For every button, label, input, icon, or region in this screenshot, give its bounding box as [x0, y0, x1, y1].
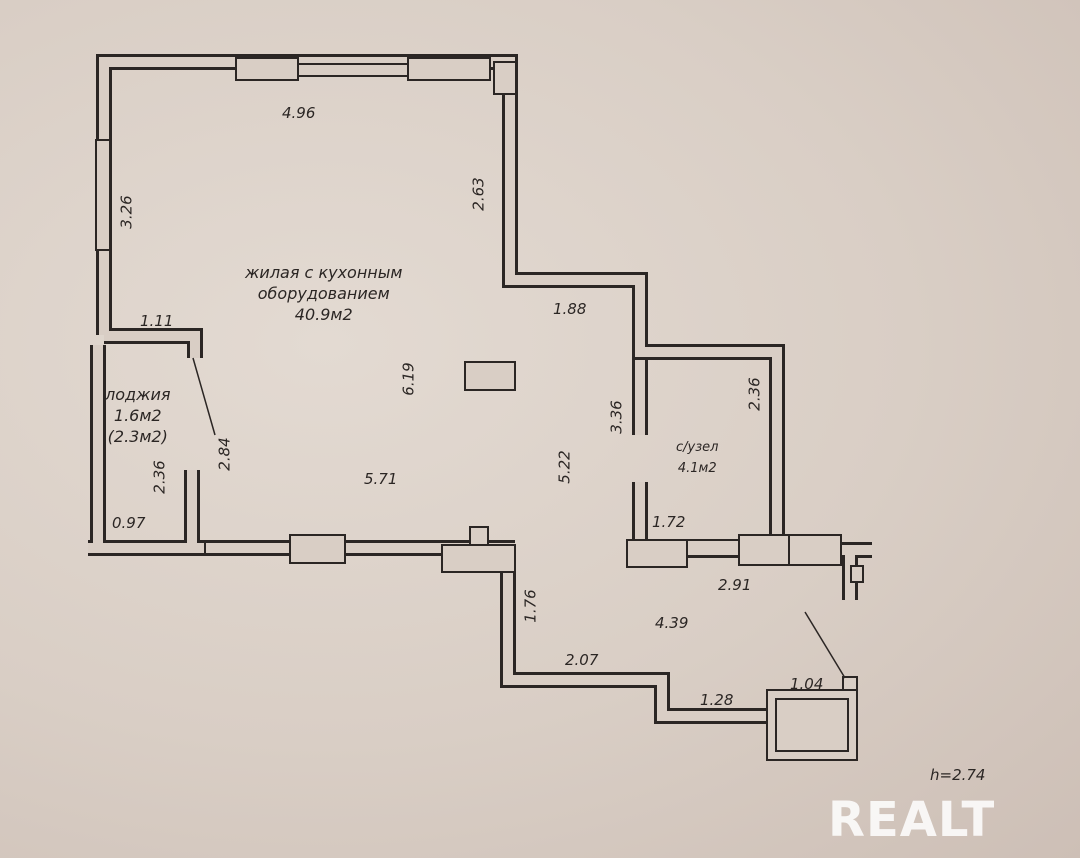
dim-1-04: 1.04: [790, 675, 824, 693]
dim-5-22: 5.22: [555, 450, 574, 484]
dim-2-84: 2.84: [215, 437, 234, 471]
dim-5-71: 5.71: [364, 470, 398, 488]
pier-top-right: [407, 57, 491, 81]
pier-bottom: [289, 534, 346, 564]
bath-window: [686, 539, 740, 557]
dim-1-76: 1.76: [521, 589, 540, 623]
dim-0-97: 0.97: [112, 514, 146, 532]
loggia-area-full: (2.3м2): [107, 427, 168, 446]
bath-block-1: [626, 539, 688, 568]
loggia-area: 1.6м2: [113, 406, 162, 425]
column-center: [464, 361, 516, 391]
dim-2-36-loggia: 2.36: [150, 460, 169, 494]
loggia-name: лоджия: [105, 385, 171, 404]
dim-1-11: 1.11: [140, 312, 174, 330]
dim-3-26: 3.26: [117, 195, 136, 229]
bath-block-2: [738, 534, 790, 566]
bath-block-3: [788, 534, 842, 566]
leader-lines: [192, 357, 846, 679]
entry-box-inner: [775, 698, 849, 752]
bathroom-area: 4.1м2: [677, 461, 717, 476]
living-room-name-2: оборудованием: [257, 284, 390, 303]
dim-2-63: 2.63: [469, 177, 488, 211]
vent-bottom: [469, 526, 489, 546]
dim-2-07: 2.07: [565, 651, 599, 669]
column-bottom: [441, 544, 516, 573]
dim-4-96: 4.96: [282, 104, 316, 122]
bathroom-label: с/узел 4.1м2: [676, 437, 718, 479]
corner-post: [493, 61, 517, 95]
window-left: [95, 139, 111, 251]
living-room-area: 40.9м2: [294, 305, 353, 324]
loggia-label: лоджия 1.6м2 (2.3м2): [105, 384, 171, 447]
realt-watermark-logo: REALT: [828, 792, 996, 848]
shaft-small: [850, 565, 864, 583]
dim-1-88: 1.88: [553, 300, 587, 318]
dim-6-19: 6.19: [399, 362, 418, 396]
bathroom-name: с/узел: [676, 440, 719, 455]
pier-top-left: [235, 57, 299, 81]
dim-3-36: 3.36: [607, 400, 626, 434]
window-top: [297, 63, 409, 77]
living-room-name-1: жилая с кухонным: [245, 263, 403, 282]
dim-1-72: 1.72: [652, 513, 686, 531]
dim-4-39: 4.39: [655, 614, 689, 632]
window-bottom: [204, 541, 291, 555]
dim-2-36-bath: 2.36: [745, 377, 764, 411]
living-room-label: жилая с кухонным оборудованием 40.9м2: [245, 262, 402, 325]
entry-box-post: [842, 676, 858, 691]
ceiling-height: h=2.74: [930, 766, 986, 784]
dim-1-28: 1.28: [700, 691, 734, 709]
dim-2-91: 2.91: [718, 576, 752, 594]
